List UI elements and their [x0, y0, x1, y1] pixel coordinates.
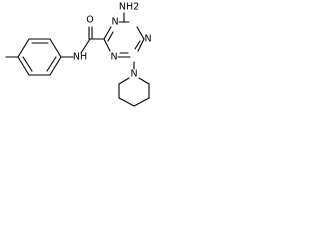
benzene-bond: [17, 56, 30, 76]
piperidine-bond: [138, 77, 150, 85]
n-carbonyl-bond: [80, 38, 91, 54]
atom-label-carbonyl-o: O: [86, 15, 93, 26]
triazine-bond: [103, 38, 111, 52]
triazine-double-bond: [134, 40, 141, 50]
piperidine-bond: [118, 77, 130, 85]
benzene-bond: [49, 56, 62, 76]
atom-label-triazine-n-top: N: [111, 17, 118, 28]
benzene-double-bond: [46, 56, 57, 72]
triazine-bond: [137, 38, 145, 52]
triazine-double-bond: [107, 31, 114, 42]
piperidine-bond: [118, 97, 135, 107]
chemical-structure-diagram: NH2 N O NH N N N: [5, 2, 152, 107]
atom-label-piperidine-n: N: [130, 69, 137, 80]
benzene-double-bond: [22, 56, 33, 72]
piperidine-ring: [118, 61, 150, 107]
atom-label-triazine-n-right: N: [144, 34, 151, 45]
atom-label-triazine-n-left: N: [110, 52, 117, 63]
piperidine-bond: [133, 97, 150, 107]
p-tolyl-group: [5, 38, 62, 76]
benzene-bond: [17, 38, 30, 58]
triazine-bond: [103, 26, 112, 40]
atom-label-nh2: NH2: [119, 2, 139, 13]
amide-linker: [60, 26, 105, 58]
triazine-ring: [103, 12, 145, 58]
triazine-bond: [136, 26, 145, 40]
atom-label-amide-nh: NH: [73, 52, 87, 63]
benzene-bond: [49, 38, 62, 58]
